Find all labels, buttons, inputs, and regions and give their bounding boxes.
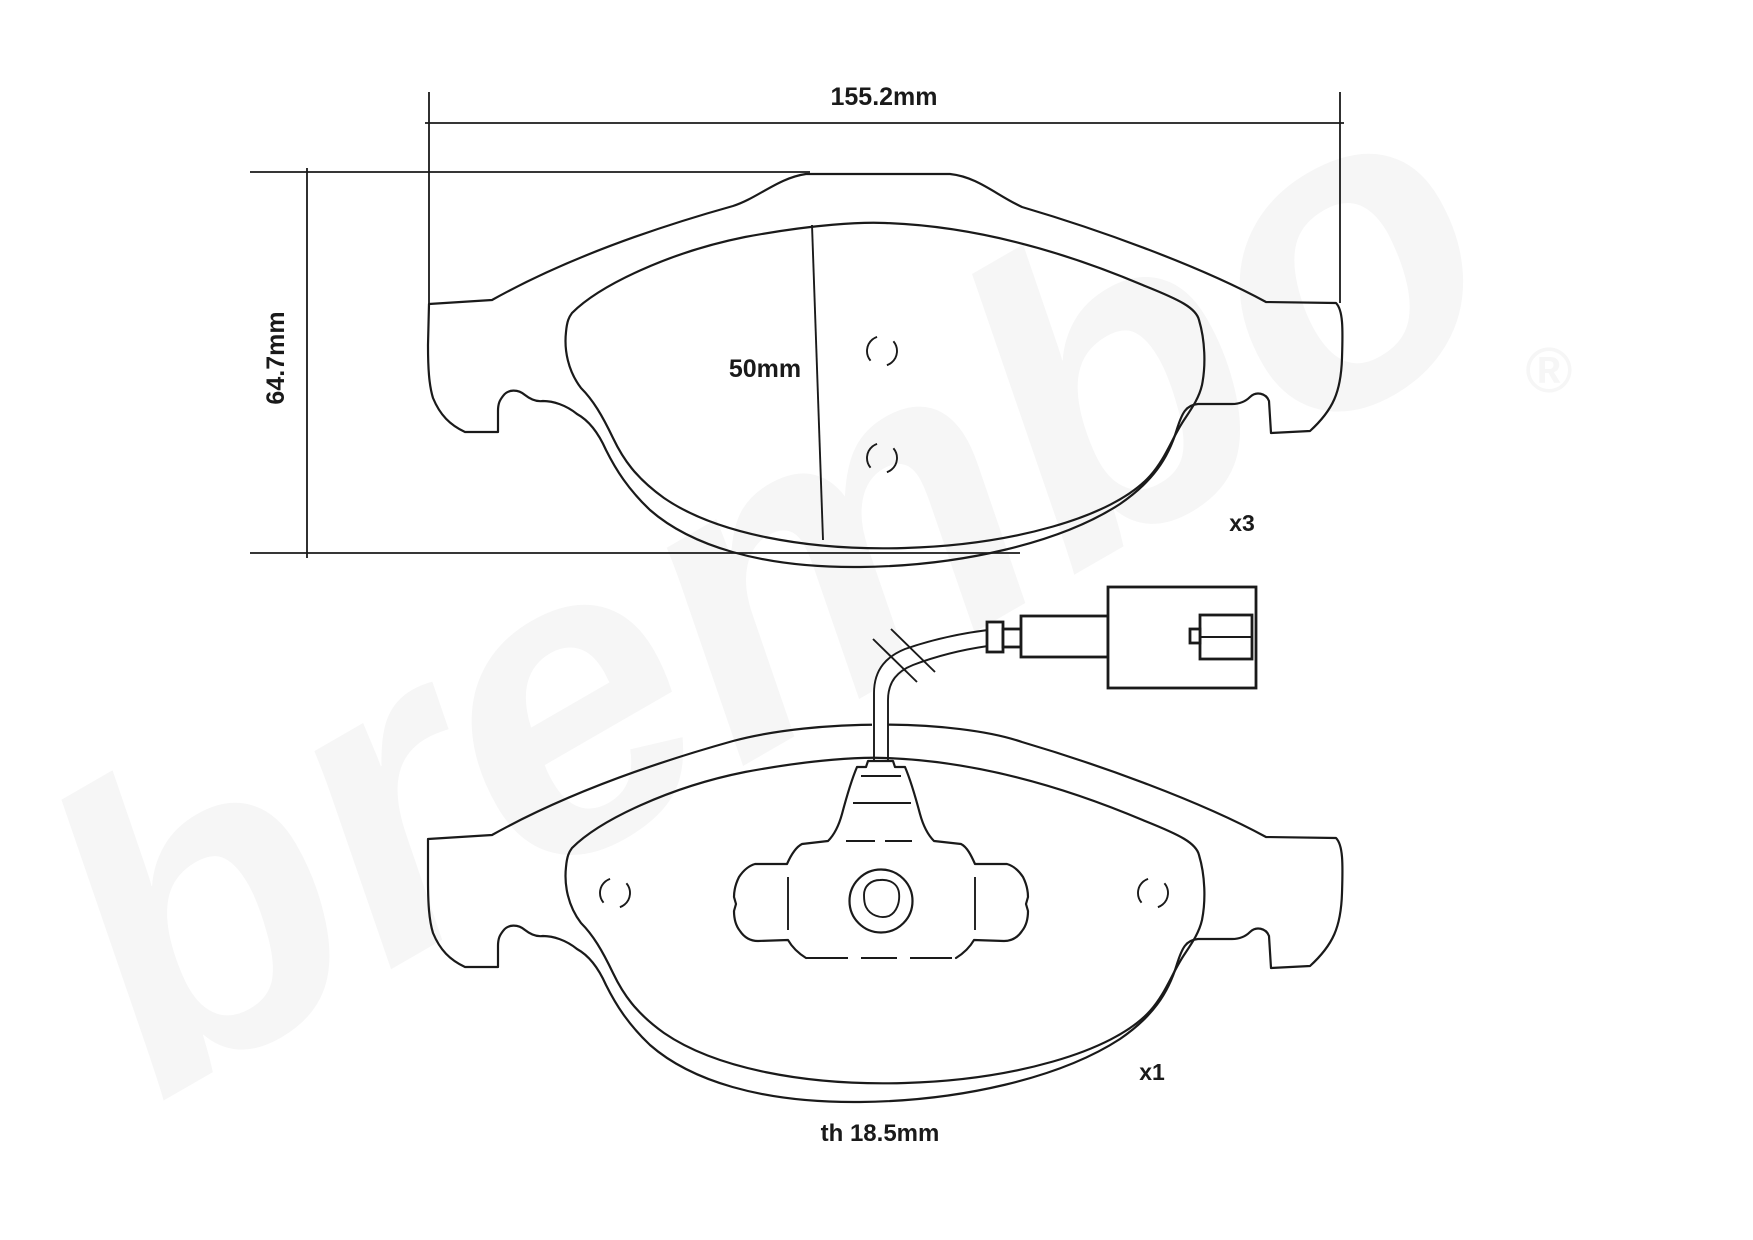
quantity-bottom-label: x1 xyxy=(1139,1059,1165,1085)
sensor-wire-edge-left xyxy=(873,629,989,760)
wear-sensor-assembly xyxy=(732,585,1258,960)
abutment-hole-top-2 xyxy=(866,442,898,474)
watermark-registered-icon: ® xyxy=(1524,334,1572,406)
connector-terminal-tab xyxy=(1188,627,1202,645)
friction-material-outline-top xyxy=(564,221,1206,550)
watermark-text: brembo xyxy=(0,0,1569,1184)
abutment-hole-top-1 xyxy=(866,335,898,367)
sensor-wire-casing xyxy=(872,630,990,756)
sensor-boss-inner-shape xyxy=(863,878,901,918)
height-dimension-label: 64.7mm xyxy=(262,311,290,404)
pad-height-label: 50mm xyxy=(729,355,801,383)
connector-ferrule xyxy=(985,620,1005,654)
brake-pad-sensor-view: x1 th 18.5mm xyxy=(426,723,1344,1147)
backplate-outline-top xyxy=(426,172,1344,569)
pad-height-measure-line xyxy=(811,224,824,541)
sensor-holder-outline xyxy=(732,759,1030,960)
quantity-top-label: x3 xyxy=(1229,510,1255,536)
width-dimension: 155.2mm xyxy=(425,83,1344,304)
wire-break-mark-2 xyxy=(890,628,936,673)
abutment-hole-bottom-left xyxy=(599,877,631,909)
sensor-connector xyxy=(985,585,1258,690)
thickness-label: th 18.5mm xyxy=(821,1120,940,1147)
sensor-boss-circle xyxy=(848,868,914,934)
brake-pad-top-view: 50mm x3 xyxy=(426,172,1344,569)
width-dimension-label: 155.2mm xyxy=(830,83,937,111)
sensor-wire-edge-right xyxy=(887,645,989,760)
connector-neck xyxy=(1001,627,1023,649)
friction-material-outline-bottom xyxy=(564,756,1206,1085)
height-dimension: 64.7mm xyxy=(250,168,1020,558)
brembo-watermark: brembo ® xyxy=(0,0,1572,1184)
connector-barrel xyxy=(1019,614,1110,659)
abutment-hole-bottom-right xyxy=(1137,877,1169,909)
wire-break-mark-1 xyxy=(872,638,918,683)
backplate-outline-bottom xyxy=(426,723,1344,1104)
